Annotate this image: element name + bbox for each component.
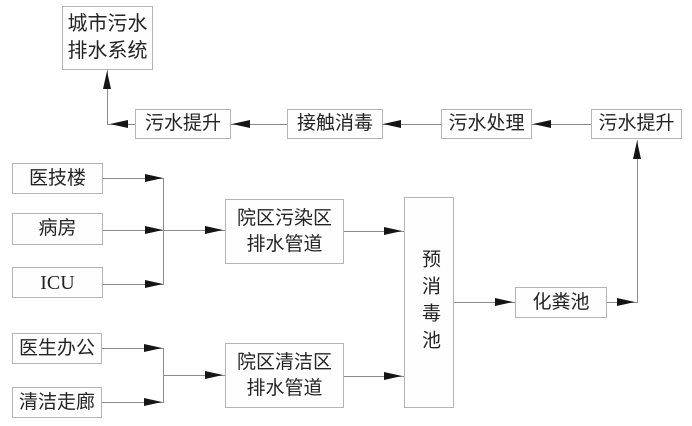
arrowhead-left-at-city-corner <box>110 120 128 128</box>
node-polluted-area-pipes: 院区污染区 排水管道 <box>225 199 344 264</box>
arrowhead-right-into-pretank-bottom <box>384 372 402 380</box>
node-city-sewage-system: 城市污水 排水系统 <box>62 6 153 70</box>
connector-disinfect-to-liftleft <box>231 124 287 125</box>
node-clean-area-pipes: 院区清洁区 排水管道 <box>225 343 344 408</box>
arrowhead-up-into-liftright <box>633 141 641 159</box>
node-ward: 病房 <box>12 213 103 245</box>
arrowhead-right-into-septic <box>495 298 513 306</box>
arrowhead-up-into-city <box>103 71 111 89</box>
node-contact-disinfection: 接触消毒 <box>287 109 383 139</box>
arrowhead-right-into-polluted <box>205 226 223 234</box>
arrowhead-right-icu-junction <box>145 280 163 288</box>
connector-dirty-group-junction <box>163 178 164 285</box>
connector-corner-to-city <box>107 70 108 124</box>
arrowhead-right-docoffice-junction <box>144 344 162 352</box>
node-pre-disinfection-tank: 预消毒池 <box>404 197 454 408</box>
connector-medtech-out <box>103 178 163 179</box>
connector-clean-to-pretank <box>344 376 404 377</box>
node-sewage-lift-right: 污水提升 <box>591 109 682 139</box>
connector-pretank-to-septic <box>454 302 515 303</box>
arrowhead-left-into-disinfect <box>383 120 401 128</box>
arrowhead-left-into-liftleft <box>232 120 250 128</box>
connector-corridor-out <box>102 402 163 403</box>
arrowhead-right-ward-junction <box>145 226 163 234</box>
connector-corner-to-liftright <box>637 140 638 302</box>
node-clean-corridor: 清洁走廊 <box>12 387 102 418</box>
connector-junction-to-polluted <box>163 230 225 231</box>
connector-docoffice-out <box>102 348 163 349</box>
arrowhead-right-corridor-junction <box>144 398 162 406</box>
arrowhead-right-into-clean <box>205 371 223 379</box>
arrowhead-right-at-liftright-corner <box>617 298 635 306</box>
arrowhead-right-medtech-junction <box>145 174 163 182</box>
node-sewage-lift-left: 污水提升 <box>135 109 231 139</box>
connector-treat-to-disinfect <box>382 124 441 125</box>
connector-ward-out <box>103 230 163 231</box>
node-icu: ICU <box>12 267 103 298</box>
node-septic-tank: 化粪池 <box>515 287 607 318</box>
node-medical-tech-building: 医技楼 <box>12 163 103 194</box>
connector-junction-to-clean <box>163 375 225 376</box>
node-sewage-treatment: 污水处理 <box>441 109 532 139</box>
arrowhead-left-into-treat <box>533 120 551 128</box>
connector-icu-out <box>103 284 163 285</box>
connector-polluted-to-pretank <box>344 231 404 232</box>
node-doctor-office: 医生办公 <box>12 333 102 364</box>
arrowhead-right-into-pretank-top <box>384 227 402 235</box>
connector-liftright-to-treat <box>532 124 591 125</box>
